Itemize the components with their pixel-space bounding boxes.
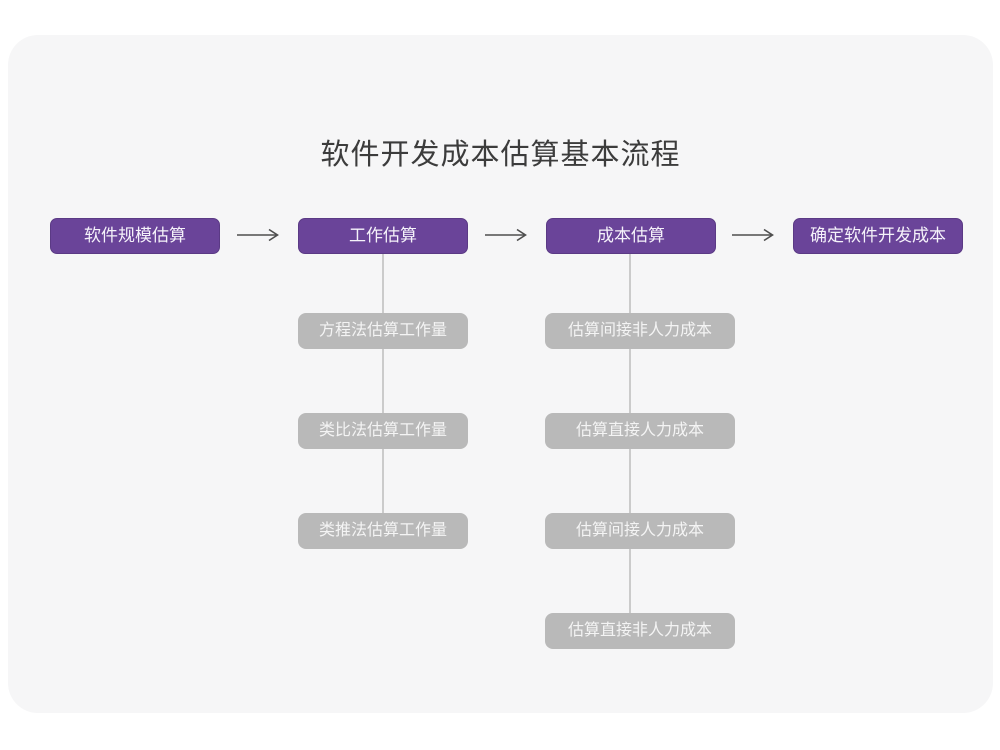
stage-node-scale-estimation: 软件规模估算 — [50, 218, 220, 254]
sub-node-effort-method: 类推法估算工作量 — [298, 513, 468, 549]
stage-node-final-cost: 确定软件开发成本 — [793, 218, 963, 254]
sub-node-effort-method: 类比法估算工作量 — [298, 413, 468, 449]
arrow-right-icon — [732, 228, 774, 242]
sub-node-cost-item: 估算间接人力成本 — [545, 513, 735, 549]
arrow-right-icon — [485, 228, 527, 242]
diagram-title: 软件开发成本估算基本流程 — [320, 139, 681, 171]
stage-node-cost-estimation: 成本估算 — [546, 218, 716, 254]
sub-node-cost-item: 估算直接非人力成本 — [545, 613, 735, 649]
sub-node-cost-item: 估算间接非人力成本 — [545, 313, 735, 349]
diagram-card: 软件开发成本估算基本流程 软件规模估算 工作估算 成本估算 确定软件开发成本 方… — [8, 35, 993, 713]
stage-node-effort-estimation: 工作估算 — [298, 218, 468, 254]
sub-node-cost-item: 估算直接人力成本 — [545, 413, 735, 449]
connector-line-effort — [382, 253, 384, 531]
sub-node-effort-method: 方程法估算工作量 — [298, 313, 468, 349]
arrow-right-icon — [237, 228, 279, 242]
